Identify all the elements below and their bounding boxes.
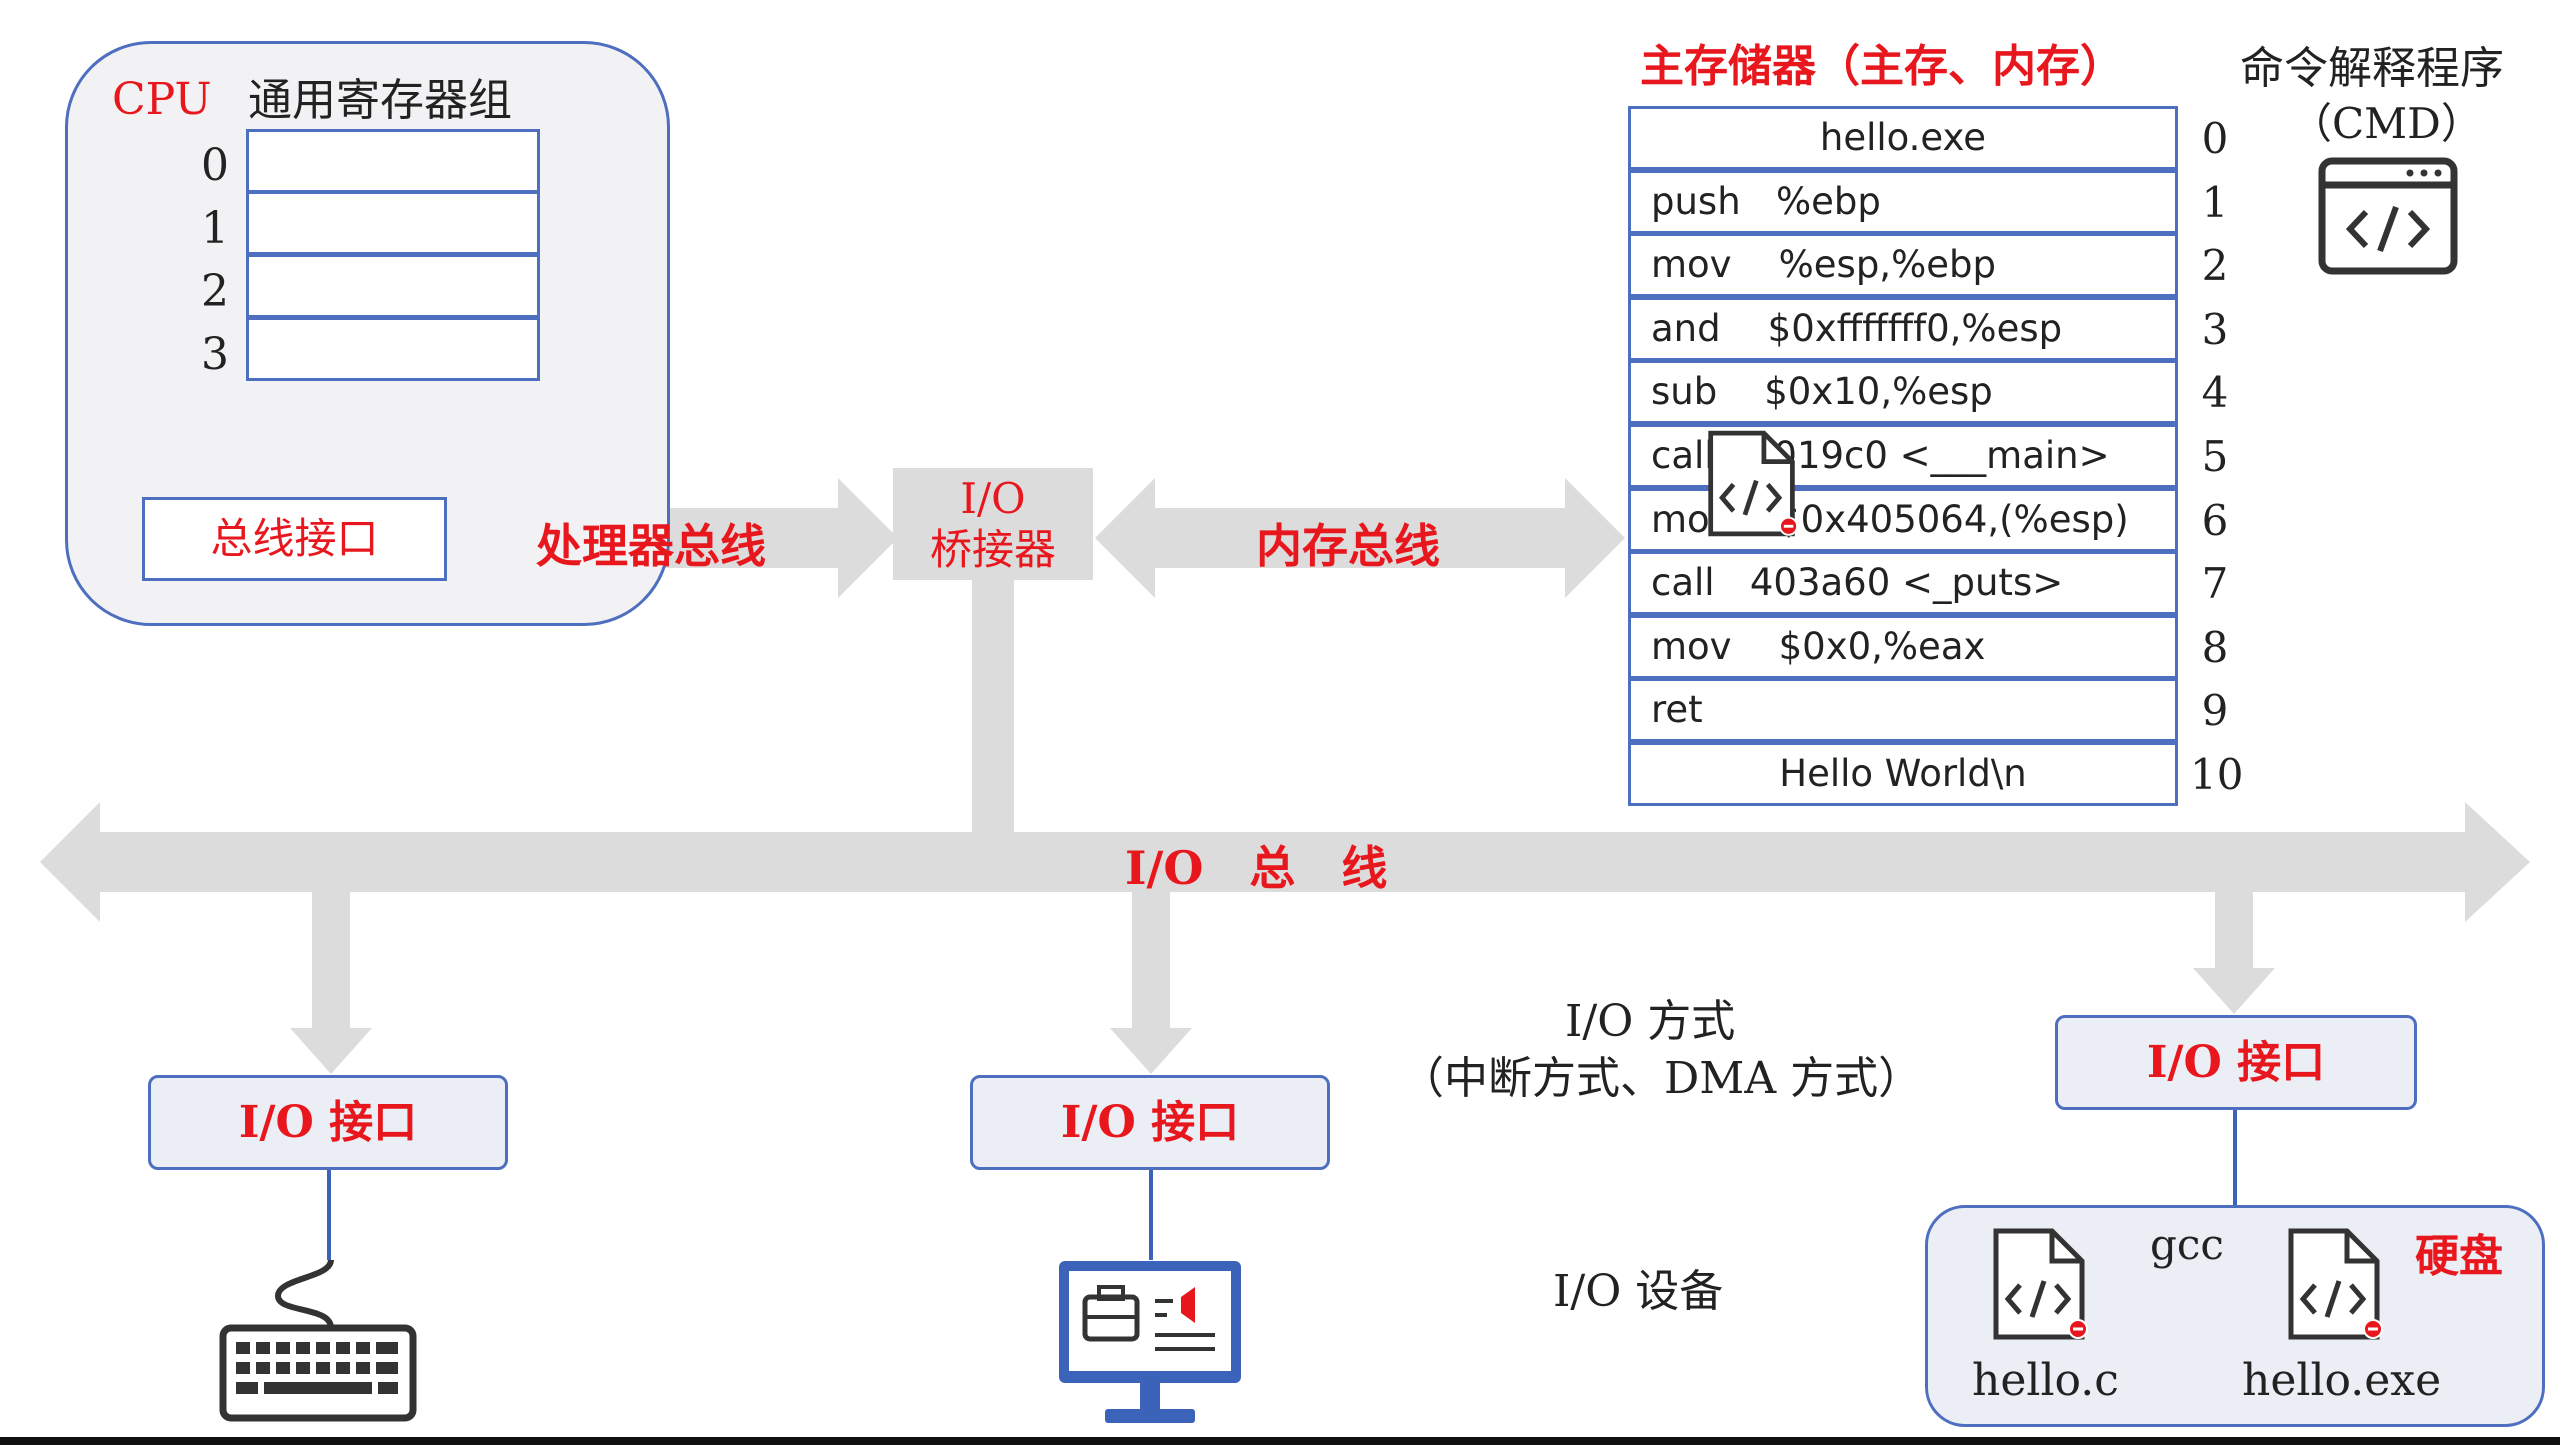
cpu-label: CPU bbox=[112, 74, 212, 125]
io-interface-monitor: I/O 接口 bbox=[970, 1075, 1330, 1170]
memory-row: hello.exe bbox=[1628, 106, 2178, 170]
memory-row: mov $0x0,%eax bbox=[1628, 615, 2178, 679]
exe-file-icon bbox=[2288, 1228, 2383, 1340]
hard-disk-label: 硬盘 bbox=[2415, 1231, 2503, 1282]
io-interface-label: I/O 接口 bbox=[1060, 1097, 1240, 1148]
memory-address: 9 bbox=[2201, 686, 2229, 735]
floating-file-icon bbox=[1708, 430, 1799, 537]
memory-row: sub $0x10,%esp bbox=[1628, 360, 2178, 424]
memory-bus-label: 内存总线 bbox=[1256, 519, 1440, 573]
io-devices-label: I/O 设备 bbox=[1553, 1266, 1724, 1317]
memory-row-text: Hello World\n bbox=[1779, 752, 2027, 795]
io-down-arrow-1 bbox=[290, 890, 372, 1074]
io-interface-disk: I/O 接口 bbox=[2055, 1015, 2417, 1110]
register-1 bbox=[246, 191, 540, 255]
keyboard-line bbox=[327, 1170, 331, 1260]
memory-row-text: call 403a60 <_puts> bbox=[1651, 561, 2064, 604]
memory-row-text: hello.exe bbox=[1819, 116, 1987, 159]
memory-address: 2 bbox=[2201, 241, 2229, 290]
code-window-icon bbox=[2318, 157, 2458, 275]
memory-address: 1 bbox=[2201, 178, 2229, 227]
bridge-stem bbox=[972, 580, 1014, 835]
memory-row: mov %esp,%ebp bbox=[1628, 233, 2178, 297]
register-index: 1 bbox=[201, 203, 229, 254]
bus-interface-box: 总线接口 bbox=[142, 497, 447, 581]
io-down-arrow-3 bbox=[2193, 890, 2275, 1014]
bus-interface-label: 总线接口 bbox=[210, 514, 379, 563]
monitor-line bbox=[1149, 1170, 1153, 1260]
exe-file-name: hello.exe bbox=[2242, 1355, 2442, 1406]
memory-address: 8 bbox=[2201, 623, 2229, 672]
memory-row: Hello World\n bbox=[1628, 742, 2178, 806]
memory-row: ret bbox=[1628, 678, 2178, 742]
processor-bus-label: 处理器总线 bbox=[536, 519, 766, 573]
source-file-name: hello.c bbox=[1972, 1355, 2119, 1406]
io-method-subtitle: （中断方式、DMA 方式） bbox=[1400, 1053, 1923, 1104]
register-2 bbox=[246, 254, 540, 318]
io-interface-keyboard: I/O 接口 bbox=[148, 1075, 508, 1170]
register-index: 0 bbox=[201, 140, 229, 191]
memory-row-text: sub $0x10,%esp bbox=[1651, 370, 1993, 413]
main-memory-title: 主存储器（主存、内存） bbox=[1640, 41, 2124, 92]
register-index: 2 bbox=[201, 266, 229, 317]
memory-bus-arrow bbox=[1095, 478, 1625, 598]
memory-row-text: mov %esp,%ebp bbox=[1651, 243, 1996, 286]
memory-row: and $0xfffffff0,%esp bbox=[1628, 297, 2178, 361]
memory-address: 5 bbox=[2201, 432, 2229, 481]
memory-row-text: mov $0x0,%eax bbox=[1651, 625, 1986, 668]
cmd-title: 命令解释程序 bbox=[2240, 43, 2504, 94]
io-bus-arrow bbox=[40, 802, 2530, 922]
memory-address: 10 bbox=[2190, 750, 2244, 799]
io-method-title: I/O 方式 bbox=[1565, 996, 1736, 1047]
memory-row: call 403a60 <_puts> bbox=[1628, 551, 2178, 615]
monitor-icon bbox=[1059, 1261, 1241, 1423]
memory-row: push %ebp bbox=[1628, 170, 2178, 234]
general-registers-title: 通用寄存器组 bbox=[248, 75, 512, 126]
io-bus-label: I/O 总 线 bbox=[1125, 841, 1388, 895]
io-bridge-label-1: I/O bbox=[960, 474, 1026, 523]
keyboard-icon bbox=[219, 1259, 417, 1422]
io-interface-label: I/O 接口 bbox=[238, 1097, 418, 1148]
register-3 bbox=[246, 317, 540, 381]
memory-address: 6 bbox=[2201, 496, 2229, 545]
io-down-arrow-2 bbox=[1110, 890, 1192, 1074]
register-0 bbox=[246, 129, 540, 193]
io-bridge-label-2: 桥接器 bbox=[929, 525, 1056, 574]
memory-row-text: push %ebp bbox=[1651, 180, 1881, 223]
memory-row-text: and $0xfffffff0,%esp bbox=[1651, 307, 2063, 350]
memory-address: 4 bbox=[2201, 368, 2229, 417]
cmd-subtitle: （CMD） bbox=[2290, 99, 2483, 148]
gcc-label: gcc bbox=[2150, 1220, 2224, 1269]
io-interface-label: I/O 接口 bbox=[2146, 1037, 2326, 1088]
memory-address: 7 bbox=[2201, 559, 2229, 608]
disk-line bbox=[2233, 1110, 2237, 1206]
memory-row-text: ret bbox=[1651, 688, 1703, 731]
source-file-icon bbox=[1993, 1228, 2088, 1340]
io-bridge-box: I/O 桥接器 bbox=[893, 468, 1093, 580]
memory-address: 3 bbox=[2201, 305, 2229, 354]
bottom-bar bbox=[0, 1437, 2560, 1445]
memory-address: 0 bbox=[2201, 114, 2229, 163]
register-index: 3 bbox=[201, 329, 229, 380]
